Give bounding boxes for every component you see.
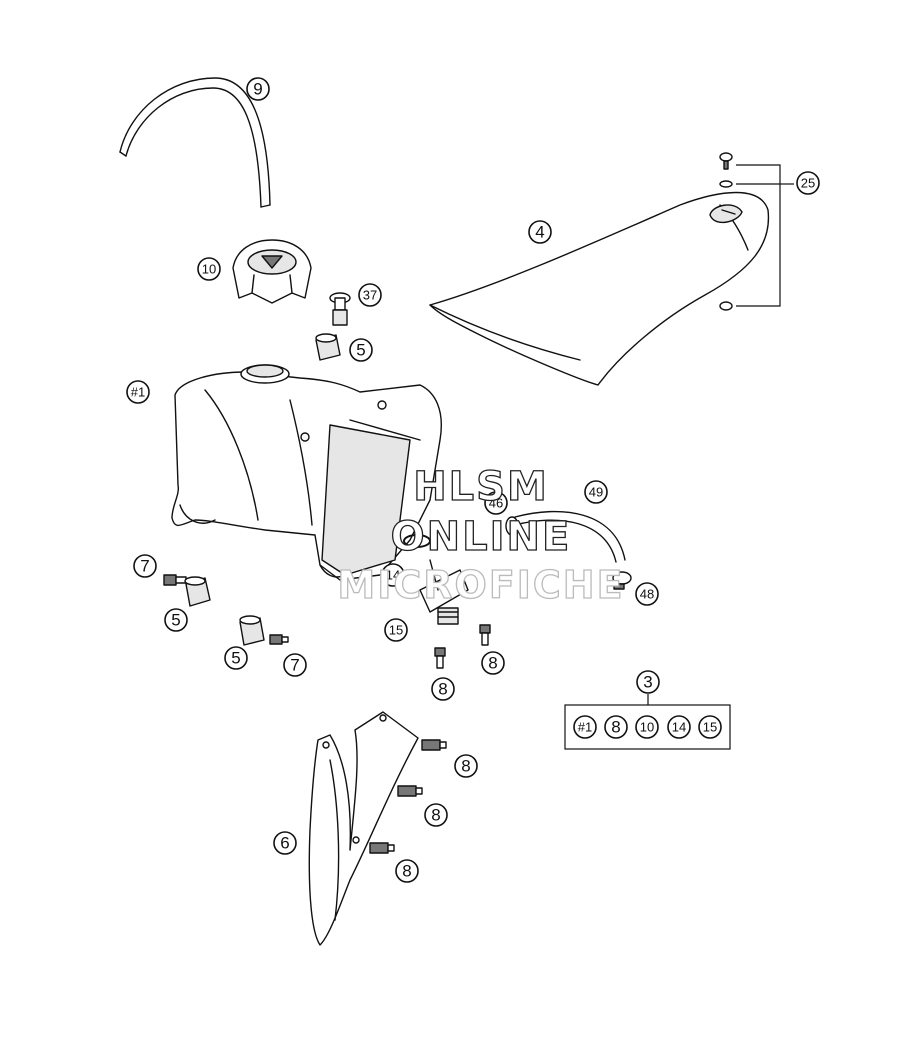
svg-text:#1: #1 bbox=[578, 720, 592, 735]
svg-text:8: 8 bbox=[402, 862, 411, 881]
shroud-screw-1 bbox=[421, 739, 447, 751]
svg-text:15: 15 bbox=[389, 623, 403, 638]
fuel-cap bbox=[232, 239, 312, 304]
callout-8-tap-left[interactable]: 8 bbox=[431, 677, 455, 701]
watermark: HLSM ONLINE MICROFICHE bbox=[337, 463, 624, 607]
svg-text:7: 7 bbox=[140, 557, 149, 576]
callout-7-upper[interactable]: 7 bbox=[133, 554, 157, 578]
rubber-bushing-top bbox=[315, 333, 341, 361]
shroud-screw-2 bbox=[397, 785, 423, 797]
breather-hose bbox=[119, 77, 271, 208]
fuel-tap bbox=[419, 559, 469, 625]
watermark-line-2: ONLINE bbox=[391, 514, 572, 560]
fuel-hose bbox=[514, 510, 626, 563]
seat bbox=[429, 191, 770, 386]
svg-text:8: 8 bbox=[611, 718, 620, 737]
svg-text:25: 25 bbox=[801, 176, 815, 191]
svg-text:5: 5 bbox=[231, 649, 240, 668]
svg-text:46: 46 bbox=[489, 496, 503, 511]
kit-item-14[interactable]: 14 bbox=[667, 715, 691, 739]
callout-5-left-lower[interactable]: 5 bbox=[224, 646, 248, 670]
fuel-tank bbox=[171, 364, 442, 581]
svg-text:3: 3 bbox=[643, 673, 652, 692]
callout-8-shroud-3[interactable]: 8 bbox=[395, 859, 419, 883]
leader-25 bbox=[736, 164, 781, 307]
fuel-valve bbox=[329, 292, 351, 326]
kit-item-10[interactable]: 10 bbox=[635, 715, 659, 739]
callout-10[interactable]: 10 bbox=[197, 257, 221, 281]
svg-text:49: 49 bbox=[589, 485, 603, 500]
callout-25[interactable]: 25 bbox=[796, 171, 820, 195]
callout-7-lower[interactable]: 7 bbox=[283, 653, 307, 677]
svg-text:#1: #1 bbox=[131, 385, 145, 400]
callout-5-top[interactable]: 5 bbox=[349, 338, 373, 362]
rubber-bushing-left-lower bbox=[239, 615, 265, 646]
rubber-bushing-left-upper bbox=[184, 576, 211, 607]
svg-text:7: 7 bbox=[290, 656, 299, 675]
callout-46[interactable]: 46 bbox=[484, 491, 508, 515]
watermark-line-3: MICROFICHE bbox=[337, 563, 624, 607]
hose-clamp bbox=[612, 571, 632, 590]
seat-screw-set bbox=[719, 152, 733, 311]
svg-text:5: 5 bbox=[356, 341, 365, 360]
callout-5-left-upper[interactable]: 5 bbox=[164, 608, 188, 632]
callout-6[interactable]: 6 bbox=[273, 831, 297, 855]
kit-item-8[interactable]: 8 bbox=[604, 715, 628, 739]
svg-text:10: 10 bbox=[202, 262, 216, 277]
svg-text:8: 8 bbox=[488, 654, 497, 673]
tank-bolt-left-lower bbox=[269, 634, 289, 645]
o-ring bbox=[403, 534, 431, 548]
screw-tap-left bbox=[434, 647, 446, 669]
callout-1[interactable]: #1 bbox=[126, 380, 150, 404]
svg-text:8: 8 bbox=[461, 757, 470, 776]
kit-item-1[interactable]: #1 bbox=[573, 715, 597, 739]
callout-8-shroud-1[interactable]: 8 bbox=[454, 754, 478, 778]
callout-48[interactable]: 48 bbox=[635, 582, 659, 606]
svg-text:10: 10 bbox=[640, 720, 654, 735]
watermark-line-1: HLSM bbox=[413, 464, 549, 510]
callout-3[interactable]: 3 bbox=[636, 670, 660, 694]
callout-8-shroud-2[interactable]: 8 bbox=[424, 803, 448, 827]
svg-text:9: 9 bbox=[253, 80, 262, 99]
callout-8-tap-right[interactable]: 8 bbox=[481, 651, 505, 675]
svg-text:8: 8 bbox=[431, 806, 440, 825]
callout-15[interactable]: 15 bbox=[384, 618, 408, 642]
kit-item-15[interactable]: 15 bbox=[698, 715, 722, 739]
callout-37[interactable]: 37 bbox=[358, 283, 382, 307]
callout-49[interactable]: 49 bbox=[584, 480, 608, 504]
svg-text:15: 15 bbox=[703, 720, 717, 735]
svg-text:8: 8 bbox=[438, 680, 447, 699]
svg-text:14: 14 bbox=[386, 568, 400, 583]
shroud-screw-3 bbox=[369, 842, 395, 854]
svg-text:14: 14 bbox=[672, 720, 686, 735]
svg-text:5: 5 bbox=[171, 611, 180, 630]
radiator-shroud bbox=[308, 711, 419, 946]
screw-tap-right bbox=[479, 624, 491, 646]
svg-text:6: 6 bbox=[280, 834, 289, 853]
tank-bolt-left-upper bbox=[163, 574, 187, 586]
svg-text:4: 4 bbox=[535, 223, 544, 242]
hose-clamp-small bbox=[505, 516, 519, 536]
callout-4[interactable]: 4 bbox=[528, 220, 552, 244]
callout-14[interactable]: 14 bbox=[381, 563, 405, 587]
callout-9[interactable]: 9 bbox=[246, 77, 270, 101]
svg-text:37: 37 bbox=[363, 288, 377, 303]
svg-text:48: 48 bbox=[640, 587, 654, 602]
